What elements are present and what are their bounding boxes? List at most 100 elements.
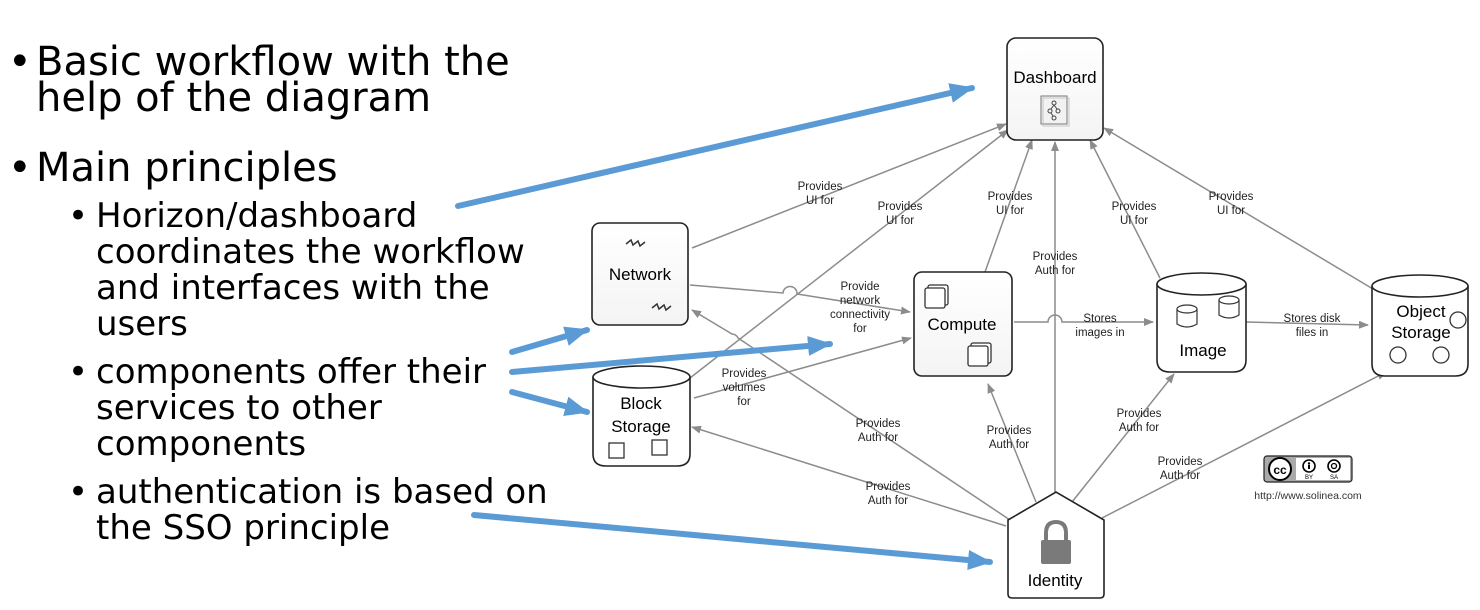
node-label: Network: [609, 265, 672, 284]
edge-identity-image: [1071, 373, 1175, 503]
highlight-arrows: [455, 83, 993, 570]
disk-icon: [1218, 295, 1240, 319]
edge-label: connectivity: [830, 309, 890, 321]
bullet-text: Main principles: [36, 145, 338, 191]
sub-bullet-line: authentication is based on: [96, 472, 548, 512]
sub-bullet-line: Horizon/dashboard: [96, 196, 418, 236]
edge-compute-dashboard: [984, 139, 1033, 273]
highlight-arrow-network: [509, 326, 590, 355]
node-label: Image: [1179, 341, 1226, 360]
edge-block-dashboard: [689, 129, 1009, 379]
edge-label: Auth for: [858, 432, 898, 444]
sa-label: SA: [1330, 475, 1338, 481]
edge-label: Provides: [856, 418, 901, 430]
edge-image-object: [1245, 320, 1369, 329]
edge-label: Provides: [878, 201, 923, 213]
edge-compute-image: [1014, 314, 1154, 326]
node-dashboard: Dashboard: [1006, 37, 1104, 141]
highlight-arrow-compute: [509, 335, 833, 375]
edge-label: Provides: [1117, 408, 1162, 420]
edge-identity-network: [691, 309, 1011, 521]
edge-label: Auth for: [868, 495, 908, 507]
node-network: Network: [591, 222, 689, 326]
node-label: Block: [620, 394, 662, 413]
sub-bullet-line: components offer their: [96, 352, 487, 392]
edge-label: for: [737, 396, 751, 408]
lightning-icon: [625, 238, 646, 248]
sub-bullet-line: services to other: [96, 388, 382, 428]
node-object-storage: Object Storage: [1371, 274, 1469, 377]
edge-identity-compute: [987, 383, 1037, 503]
edge-label: Stores disk: [1284, 313, 1341, 325]
bullet-text-line: Basic workflow with the: [36, 39, 510, 85]
edge-label: Provide: [841, 281, 880, 293]
edge-label: Provides: [866, 481, 911, 493]
object-icon: [1449, 311, 1467, 329]
edge-label: Provides: [1209, 191, 1254, 203]
edge-label: Auth for: [989, 439, 1029, 451]
volume-icon: [608, 442, 625, 459]
edge-label: UI for: [886, 215, 914, 227]
sub-bullet-line: and interfaces with the: [96, 268, 490, 308]
node-compute: Compute: [913, 271, 1013, 377]
edge-label: UI for: [996, 205, 1024, 217]
sa-icon: [1327, 459, 1341, 473]
edge-label: Provides: [987, 425, 1032, 437]
disk-icon: [1176, 304, 1198, 328]
edge-network-compute: [689, 284, 911, 315]
edge-label: volumes: [723, 382, 766, 394]
credit-url: http://www.solinea.com: [1254, 490, 1362, 502]
highlight-arrow-block-storage: [509, 389, 590, 416]
edge-label: Provides: [988, 191, 1033, 203]
by-label: BY: [1305, 475, 1313, 481]
edge-label: network: [840, 295, 881, 307]
sub-bullet-line: coordinates the workflow: [96, 232, 525, 272]
edge-label: for: [853, 323, 867, 335]
edge-label: Provides: [1158, 456, 1203, 468]
edge-label: UI for: [806, 195, 834, 207]
volume-icon: [651, 439, 668, 456]
bullet-list: • Basic workflow with the help of the di…: [8, 39, 548, 548]
cc-icon: [1268, 457, 1292, 481]
object-icon: [1389, 346, 1407, 364]
edge-identity-object: [1101, 371, 1387, 519]
edge-label: Provides: [1033, 251, 1078, 263]
node-label: Storage: [611, 417, 671, 436]
edge-label: Stores: [1083, 313, 1116, 325]
dashboard-icon: [1040, 95, 1070, 127]
edge-label: UI for: [1120, 215, 1148, 227]
cc-license-badge: cc BY SA: [1263, 455, 1353, 483]
edge-label: Provides: [1112, 201, 1157, 213]
edge-label: UI for: [1217, 205, 1245, 217]
edge-label: Auth for: [1035, 265, 1075, 277]
server-icon: [967, 342, 992, 367]
node-image: Image: [1156, 272, 1247, 373]
node-label: Compute: [928, 315, 997, 334]
svg-text:cc: cc: [1273, 463, 1287, 477]
sub-bullet-line: the SSO principle: [96, 508, 390, 548]
edge-label: Provides: [798, 181, 843, 193]
edge-object-dashboard: [1103, 127, 1379, 293]
edge-image-dashboard: [1089, 139, 1161, 279]
edge-identity-block: [691, 425, 1007, 527]
edge-block-compute: [693, 336, 912, 399]
edge-label: Auth for: [1119, 422, 1159, 434]
edge-label: Provides: [722, 368, 767, 380]
edge-label: files in: [1296, 327, 1329, 339]
sub-bullet-line: components: [96, 424, 307, 464]
bullet-text-line: help of the diagram: [36, 75, 432, 121]
node-label: Dashboard: [1013, 68, 1096, 87]
server-icon: [924, 284, 949, 309]
object-icon: [1432, 346, 1450, 364]
edge-group: [689, 123, 1387, 527]
sub-bullet-line: users: [96, 304, 188, 344]
node-identity: Identity: [1007, 491, 1105, 599]
edge-label: Auth for: [1160, 470, 1200, 482]
node-block-storage: Block Storage: [592, 365, 691, 467]
edge-labels: Provides UI for Provides UI for Provides…: [722, 181, 1341, 507]
node-label: Object: [1396, 302, 1445, 321]
highlight-arrow-dashboard: [455, 83, 975, 209]
highlight-arrow-identity: [471, 512, 993, 570]
node-label: Identity: [1028, 571, 1083, 590]
